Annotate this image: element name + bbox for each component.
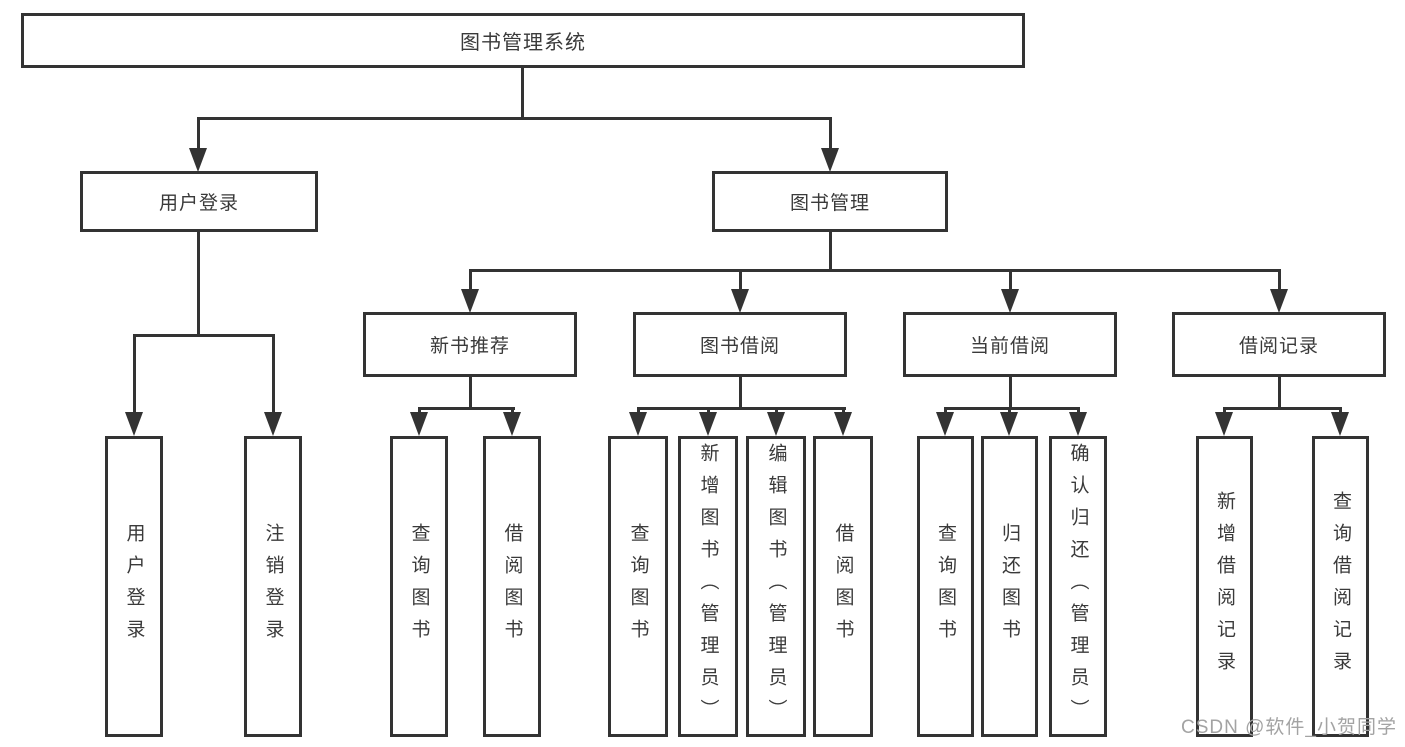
- connector-newbook-stem: [469, 377, 472, 409]
- arrow-down-icon: [410, 412, 428, 436]
- node-borrow-records: 借阅记录: [1172, 312, 1386, 377]
- connector-userlogin-hline: [133, 334, 275, 337]
- node-label: 借阅记录: [1238, 336, 1319, 357]
- connector-drop-leaf: [1223, 407, 1226, 415]
- connector-borrowrecord-stem: [1278, 377, 1281, 409]
- connector-drop-leaf: [707, 407, 710, 415]
- leaf-label: 归还图书: [999, 522, 1020, 651]
- leaf-label: 新增图书（管理员）: [697, 442, 719, 731]
- arrow-down-icon: [189, 148, 207, 172]
- connector-drop-leaf: [511, 407, 514, 415]
- arrow-down-icon: [503, 412, 521, 436]
- connector-drop-leaf: [775, 407, 778, 415]
- connector-drop-user-login: [197, 117, 200, 152]
- node-book-management: 图书管理: [712, 171, 948, 232]
- node-label: 当前借阅: [969, 336, 1050, 357]
- arrow-down-icon: [1215, 412, 1233, 436]
- leaf-label: 编辑图书（管理员）: [765, 442, 787, 731]
- node-root-library-system: 图书管理系统: [21, 13, 1025, 68]
- connector-root-hline: [197, 117, 832, 120]
- connector-bookborrow-hline: [637, 407, 846, 410]
- connector-drop-leaf: [272, 334, 275, 414]
- leaf-borrow-books: 借阅图书: [813, 436, 873, 737]
- connector-userlogin-stem: [197, 232, 200, 337]
- leaf-label: 借阅图书: [832, 522, 854, 651]
- connector-borrowrecord-hline: [1223, 407, 1342, 410]
- arrow-down-icon: [629, 412, 647, 436]
- leaf-add-borrow-record: 新增借阅记录: [1196, 436, 1253, 737]
- connector-drop-l3: [1009, 269, 1012, 293]
- node-current-borrow: 当前借阅: [903, 312, 1117, 377]
- leaf-logout: 注销登录: [244, 436, 302, 737]
- arrow-down-icon: [125, 412, 143, 436]
- connector-drop-leaf: [1339, 407, 1342, 415]
- leaf-label: 用户登录: [123, 522, 145, 651]
- arrow-down-icon: [767, 412, 785, 436]
- arrow-down-icon: [461, 289, 479, 313]
- connector-newbook-hline: [418, 407, 515, 410]
- node-label: 图书管理系统: [460, 32, 586, 54]
- leaf-edit-books-admin: 编辑图书（管理员）: [746, 436, 806, 737]
- arrow-down-icon: [936, 412, 954, 436]
- connector-currentborrow-stem: [1009, 377, 1012, 409]
- leaf-label: 查询借阅记录: [1330, 490, 1351, 683]
- arrow-down-icon: [264, 412, 282, 436]
- leaf-label: 查询图书: [627, 522, 649, 651]
- connector-drop-leaf: [133, 334, 136, 414]
- leaf-label: 注销登录: [262, 522, 284, 651]
- node-label: 图书借阅: [699, 336, 780, 357]
- leaf-confirm-return-admin: 确认归还（管理员）: [1049, 436, 1107, 737]
- connector-drop-leaf: [418, 407, 421, 415]
- csdn-watermark: CSDN @软件_小贺同学: [1181, 717, 1397, 738]
- arrow-down-icon: [731, 289, 749, 313]
- leaf-user-login: 用户登录: [105, 436, 163, 737]
- arrow-down-icon: [1000, 412, 1018, 436]
- connector-drop-leaf: [944, 407, 947, 415]
- node-user-login: 用户登录: [80, 171, 318, 232]
- connector-currentborrow-hline: [944, 407, 1080, 410]
- leaf-query-books-current: 查询图书: [917, 436, 974, 737]
- node-new-book-recommend: 新书推荐: [363, 312, 577, 377]
- arrow-down-icon: [1270, 289, 1288, 313]
- arrow-down-icon: [1331, 412, 1349, 436]
- arrow-down-icon: [699, 412, 717, 436]
- leaf-label: 确认归还（管理员）: [1067, 442, 1089, 731]
- connector-drop-l3: [739, 269, 742, 293]
- arrow-down-icon: [1069, 412, 1087, 436]
- connector-drop-l3: [469, 269, 472, 293]
- node-book-borrow: 图书借阅: [633, 312, 847, 377]
- leaf-query-books-recommend: 查询图书: [390, 436, 448, 737]
- leaf-add-books-admin: 新增图书（管理员）: [678, 436, 738, 737]
- node-label: 图书管理: [789, 193, 870, 214]
- arrow-down-icon: [821, 148, 839, 172]
- leaf-label: 查询图书: [408, 522, 430, 651]
- connector-bookborrow-stem: [739, 377, 742, 409]
- connector-drop-book-management: [829, 117, 832, 152]
- leaf-label: 新增借阅记录: [1214, 490, 1235, 683]
- connector-bookmgmt-stem: [829, 232, 832, 272]
- connector-drop-l3: [1278, 269, 1281, 293]
- connector-root-stem: [521, 68, 524, 119]
- connector-drop-leaf: [637, 407, 640, 415]
- leaf-query-books-borrow: 查询图书: [608, 436, 668, 737]
- arrow-down-icon: [834, 412, 852, 436]
- leaf-label: 借阅图书: [501, 522, 523, 651]
- connector-drop-leaf: [1008, 407, 1011, 415]
- leaf-borrow-books-recommend: 借阅图书: [483, 436, 541, 737]
- leaf-label: 查询图书: [935, 522, 956, 651]
- leaf-return-books: 归还图书: [981, 436, 1038, 737]
- connector-drop-leaf: [842, 407, 845, 415]
- connector-bookmgmt-hline: [469, 269, 1281, 272]
- connector-drop-leaf: [1077, 407, 1080, 415]
- leaf-query-borrow-record: 查询借阅记录: [1312, 436, 1369, 737]
- node-label: 用户登录: [158, 193, 239, 214]
- node-label: 新书推荐: [429, 336, 510, 357]
- arrow-down-icon: [1001, 289, 1019, 313]
